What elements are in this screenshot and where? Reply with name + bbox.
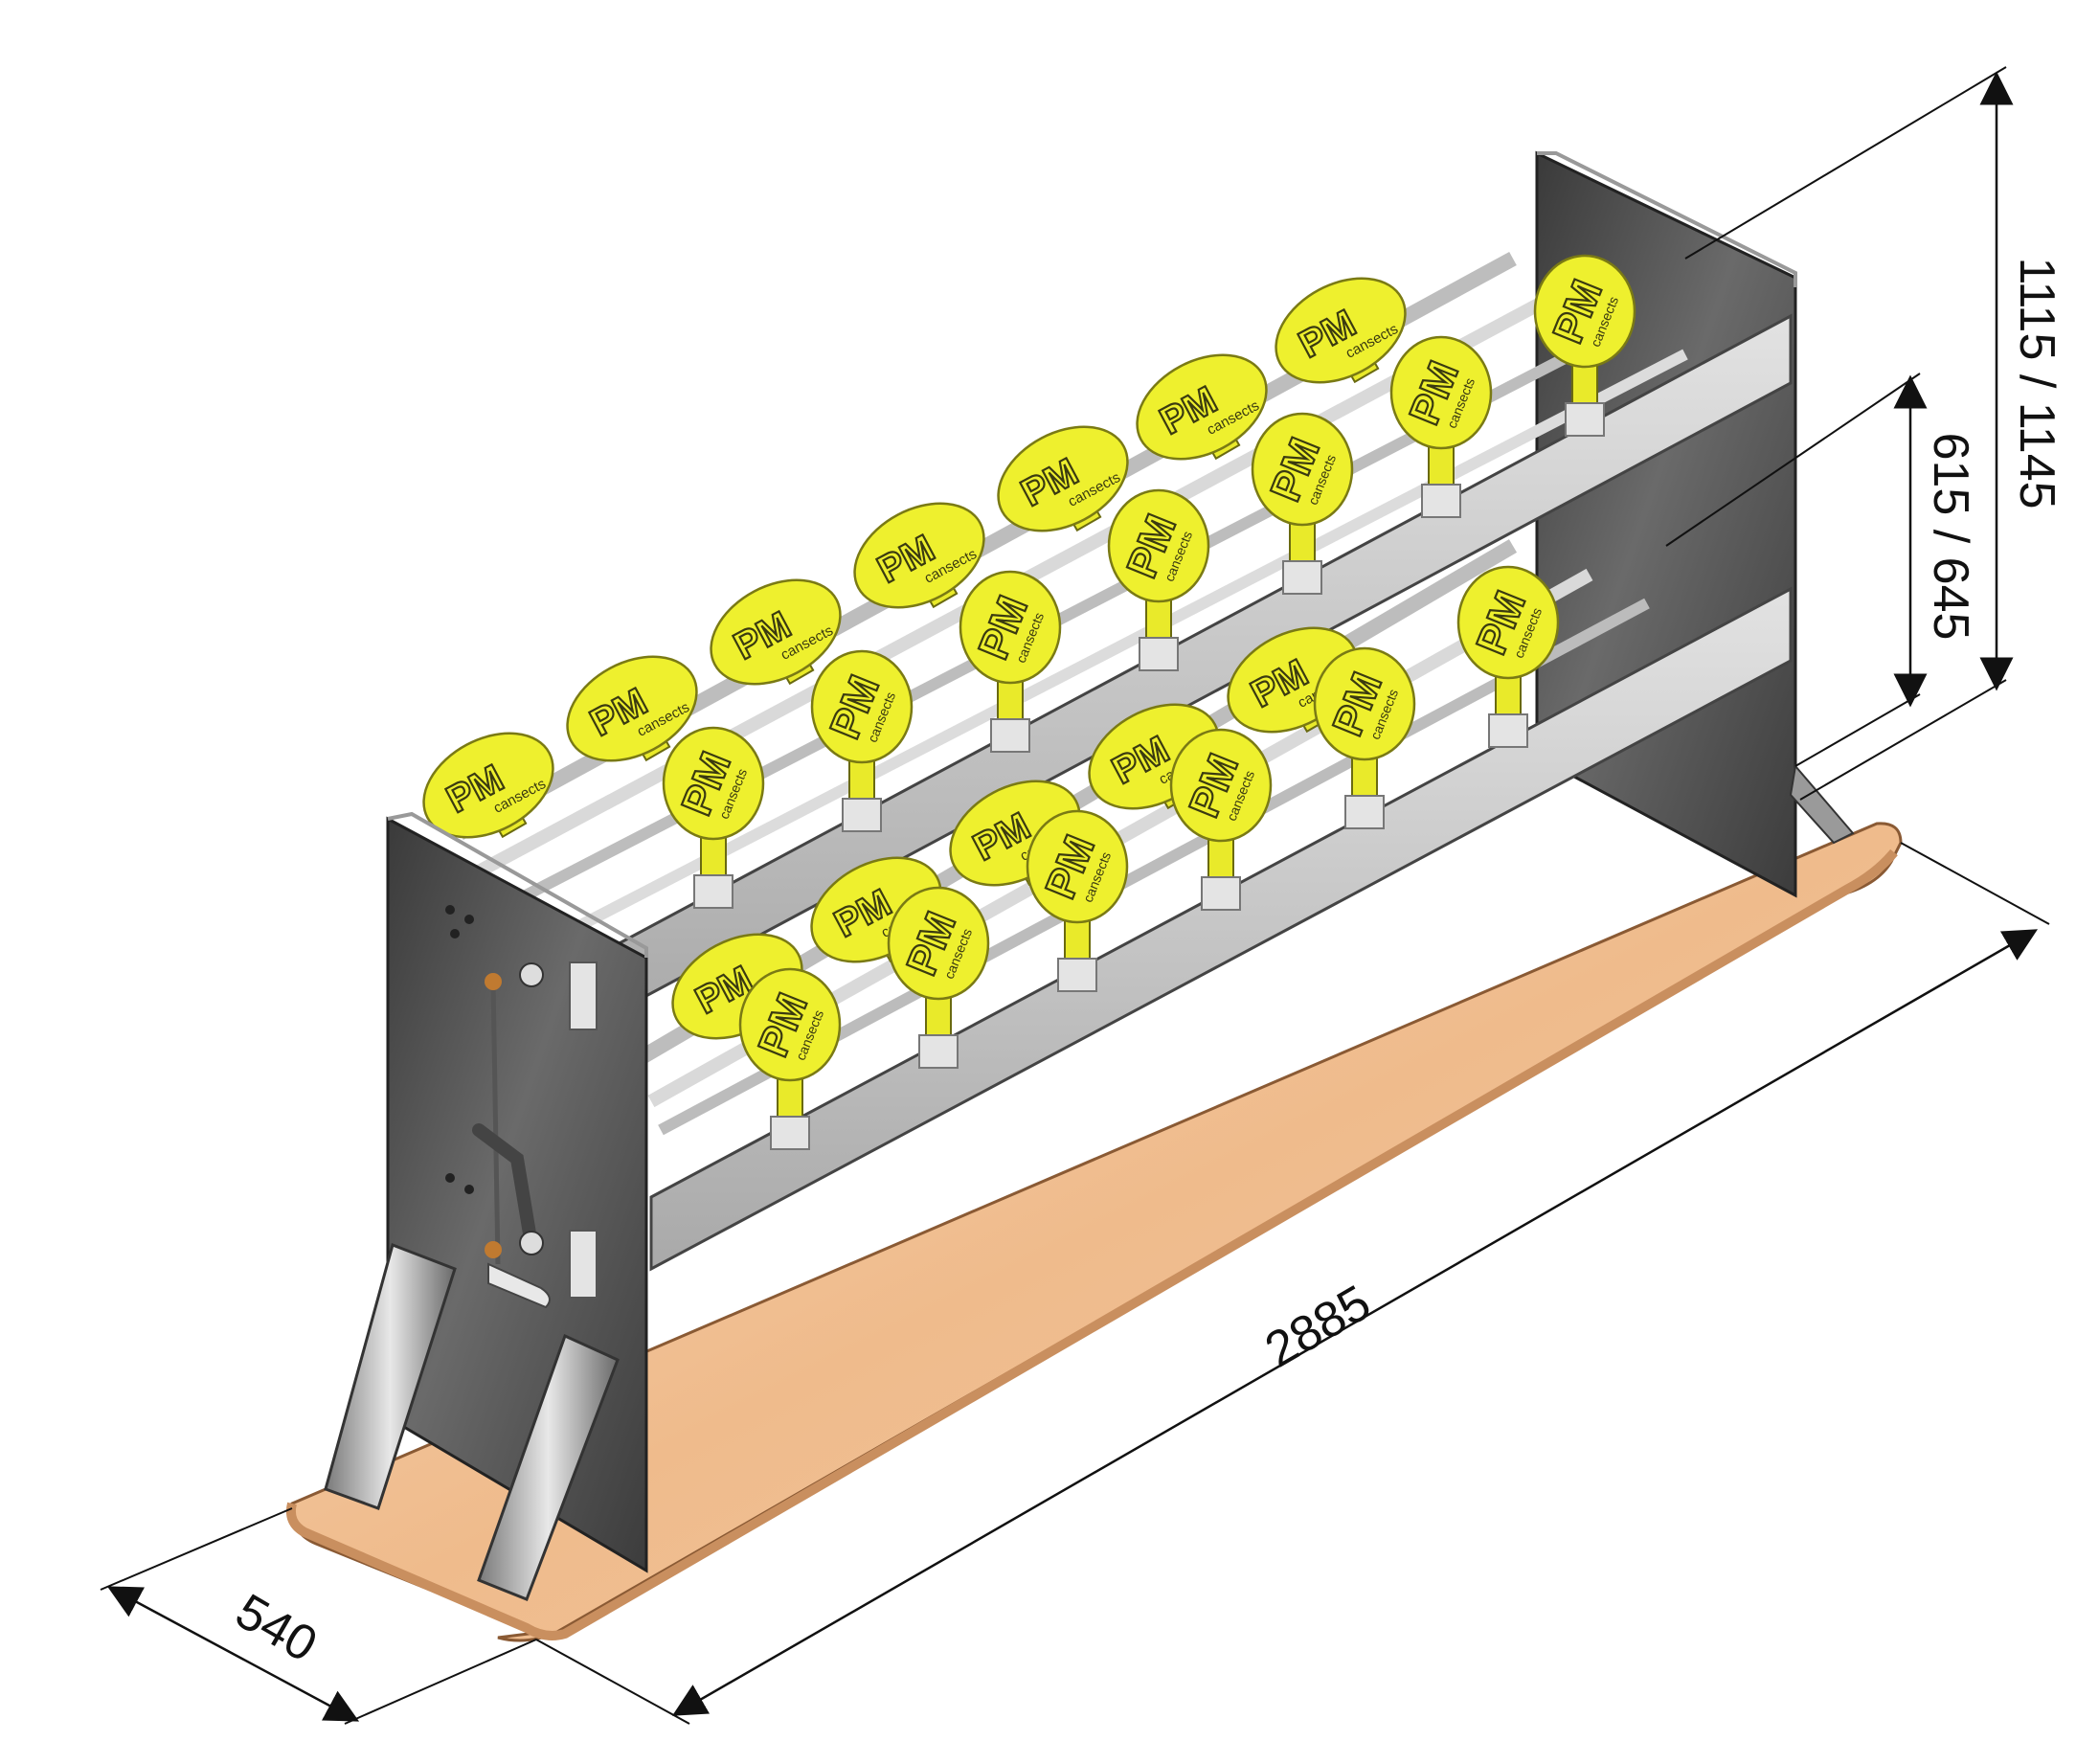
length-dimension-label: 2885 xyxy=(1256,1275,1380,1378)
upper-rear-targets xyxy=(404,256,1425,860)
left-feet xyxy=(324,1243,620,1601)
dimension-shelf-height: 615 / 645 xyxy=(1665,373,1978,767)
dimension-total-height: 1115 / 1145 xyxy=(1684,66,2065,801)
depth-dimension-label: 540 xyxy=(226,1583,326,1673)
shelf-height-dimension-label: 615 / 645 xyxy=(1923,433,1978,641)
total-height-dimension-label: 1115 / 1145 xyxy=(2009,257,2065,509)
